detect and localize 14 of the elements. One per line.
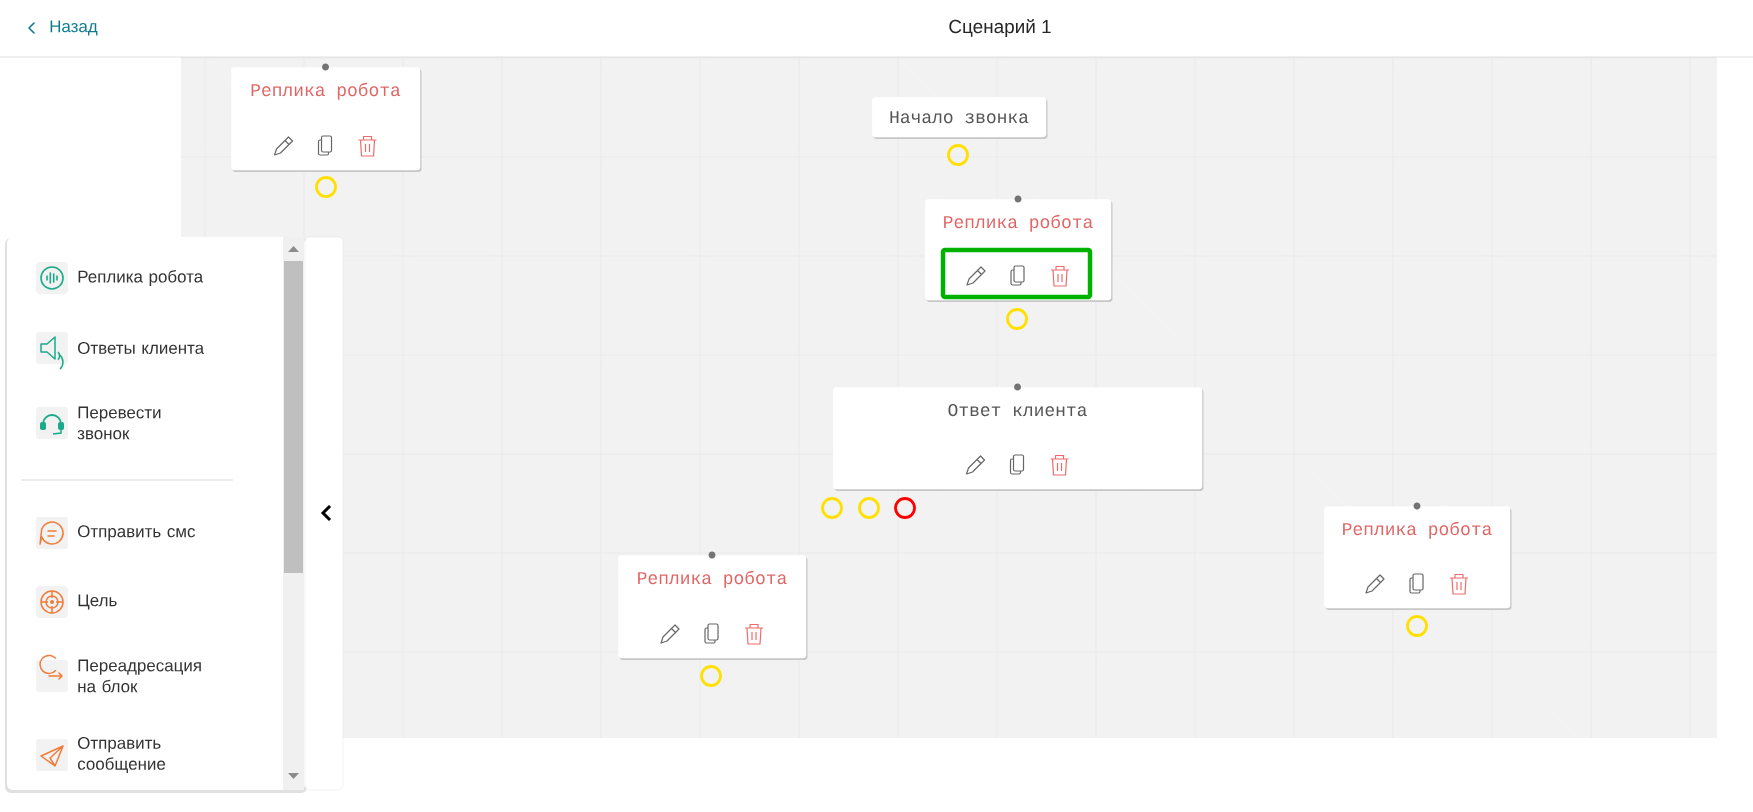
block-card: Начало звонка bbox=[872, 97, 1048, 139]
menu-item-label: Ответы клиента bbox=[78, 342, 205, 354]
block-card: Ответ клиента bbox=[833, 387, 1204, 491]
back-link: Назад bbox=[50, 20, 98, 36]
menu-item-label: Перевести звонок bbox=[77, 406, 161, 440]
menu-item-label: Цель bbox=[78, 594, 117, 610]
block-card: Реплика робота bbox=[231, 67, 422, 172]
menu-item-label: Отправить сообщение bbox=[77, 736, 166, 774]
menu-item-label: Переадресация на блок bbox=[78, 659, 201, 693]
menu-item-label: Отправить смс bbox=[78, 525, 195, 541]
block-card: Реплика робота bbox=[618, 555, 808, 660]
page-title: Сценарий 1 bbox=[949, 19, 1051, 37]
menu-item-label: Реплика робота bbox=[78, 270, 204, 286]
block-card: Реплика робота bbox=[1324, 506, 1512, 610]
